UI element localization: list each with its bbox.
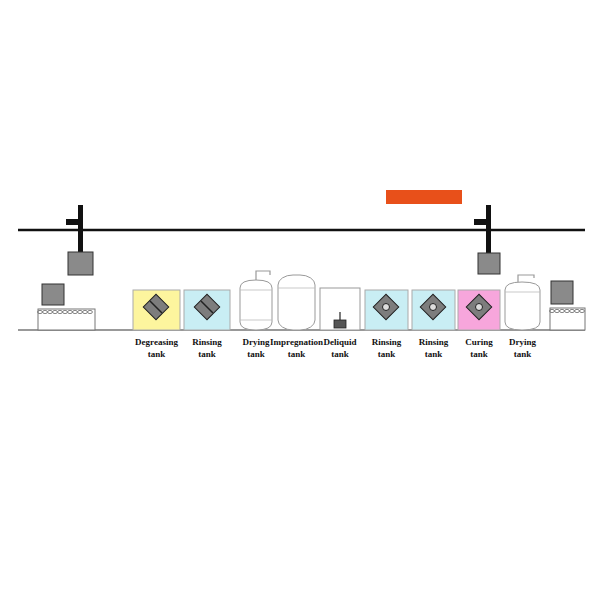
tank-label: Drying tank (509, 336, 536, 360)
drying-vessel-shape (505, 275, 540, 330)
drying-vessel-shape (240, 271, 272, 330)
tank-label: Curing tank (465, 336, 493, 360)
rinsing-tank-shape (365, 290, 408, 330)
overhead-rail (18, 229, 585, 232)
conveyor (38, 284, 95, 330)
degreasing-tank-shape (133, 290, 180, 330)
tank-label: Rinsing tank (372, 336, 402, 360)
tank-label: Deliquid tank (323, 336, 356, 360)
impregnation-tank: Impregnation tank (278, 275, 315, 330)
tank-label: Impregnation tank (270, 336, 323, 360)
status-bar (386, 190, 462, 204)
hanger (474, 205, 500, 274)
hanger (66, 205, 93, 275)
conveyor (550, 281, 585, 330)
tank-label: Rinsing tank (419, 336, 449, 360)
tank-label: Degreasing tank (135, 336, 178, 360)
tank-label: Drying tank (243, 336, 270, 360)
deliquid-tank: Deliquid tank (320, 288, 360, 330)
rinsing-tank-shape (412, 290, 455, 330)
tank-label: Rinsing tank (192, 336, 222, 360)
rinsing-tank: Rinsing tank (184, 290, 230, 330)
rinsing-tank: Rinsing tank (412, 290, 455, 330)
rinsing-tank-shape (184, 290, 230, 330)
drying-tank: Drying tank (240, 280, 272, 330)
impregnation-vessel-shape (278, 275, 315, 330)
curing-tank-shape (458, 290, 500, 330)
deliquid-tank-shape (320, 288, 360, 330)
degreasing-tank: Degreasing tank (133, 290, 180, 330)
rinsing-tank: Rinsing tank (365, 290, 408, 330)
curing-tank: Curing tank (458, 290, 500, 330)
drying-tank: Drying tank (505, 282, 540, 330)
